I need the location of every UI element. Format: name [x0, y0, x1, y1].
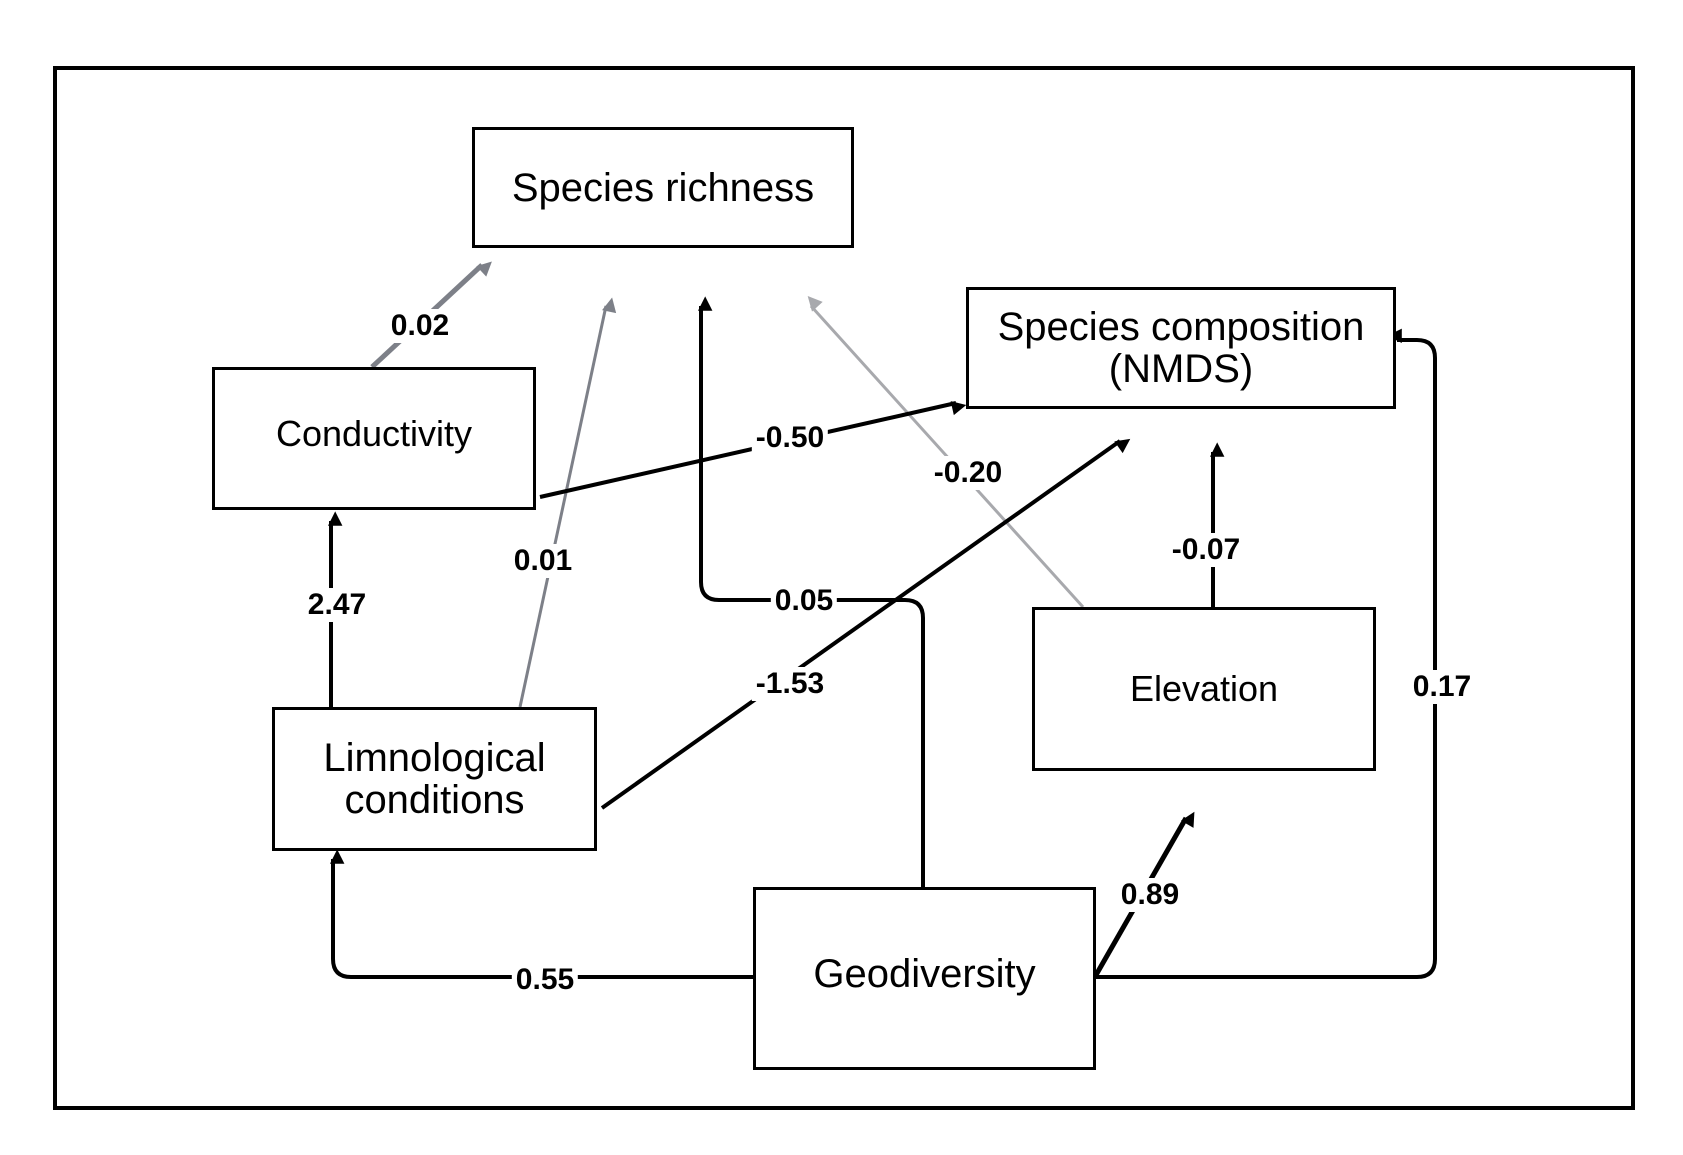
coef-label-elev-composition: -0.07 — [1167, 533, 1245, 567]
edge-geo-limn — [330, 849, 753, 979]
node-geodiversity: Geodiversity — [753, 887, 1096, 1070]
node-species-composition: Species composition (NMDS) — [966, 287, 1396, 409]
node-limnological-conditions: Limnological conditions — [272, 707, 597, 851]
edge-geo-comp — [1093, 328, 1437, 979]
node-species-composition-label-line2: (NMDS) — [1108, 347, 1254, 391]
node-species-richness-label: Species richness — [511, 165, 815, 210]
node-conductivity-label: Conductivity — [275, 412, 473, 454]
coef-label-limn-richness: 0.01 — [509, 544, 577, 578]
node-conductivity: Conductivity — [212, 367, 536, 510]
coef-label-limn-composition: -1.53 — [751, 667, 829, 701]
node-limnological-label-line2: conditions — [344, 778, 525, 822]
coef-label-limn-conductivity: 2.47 — [303, 588, 371, 622]
coef-label-geo-limnological: 0.55 — [511, 963, 579, 997]
coef-label-geo-richness: 0.05 — [770, 584, 838, 618]
coef-label-elev-richness: -0.20 — [929, 456, 1007, 490]
coef-label-geo-composition: 0.17 — [1408, 670, 1476, 704]
node-species-composition-label-line1: Species composition — [997, 305, 1365, 349]
node-geodiversity-label: Geodiversity — [813, 951, 1036, 996]
node-elevation: Elevation — [1032, 607, 1376, 771]
coef-label-cond-richness: 0.02 — [386, 309, 454, 343]
edge-limn-rich — [518, 297, 617, 708]
coef-label-cond-composition: -0.50 — [751, 421, 829, 455]
edge-cond-comp — [539, 401, 967, 499]
node-limnological-label-line1: Limnological — [323, 736, 546, 780]
coef-label-geo-elevation: 0.89 — [1116, 878, 1184, 912]
edge-limn-comp — [600, 438, 1131, 810]
node-species-richness: Species richness — [472, 127, 854, 248]
node-elevation-label: Elevation — [1129, 668, 1279, 710]
diagram-frame — [53, 66, 1635, 1110]
